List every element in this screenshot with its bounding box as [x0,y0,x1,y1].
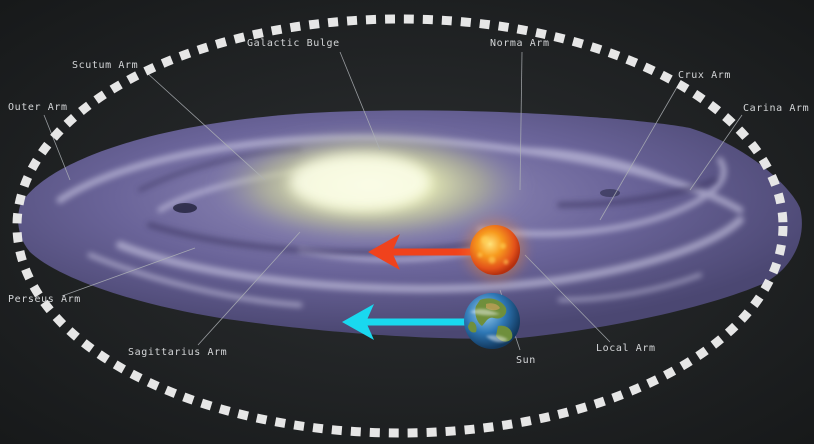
label-perseus-arm: Perseus Arm [8,294,81,305]
label-galactic-bulge: Galactic Bulge [247,38,340,49]
label-carina-arm: Carina Arm [743,103,810,114]
label-outer-arm: Outer Arm [8,102,68,113]
label-local-arm: Local Arm [596,343,656,354]
orbit-outline [12,14,788,438]
label-norma-arm: Norma Arm [490,38,550,49]
sun-icon [465,220,525,280]
label-scutum-arm: Scutum Arm [72,60,139,71]
earth-icon [464,293,520,349]
galaxy-disk [18,110,802,339]
leader-lines [43,51,743,351]
label-crux-arm: Crux Arm [678,70,731,81]
label-sun: Sun [516,355,536,366]
label-sagittarius-arm: Sagittarius Arm [128,347,228,358]
earth-motion-arrow [342,304,480,340]
